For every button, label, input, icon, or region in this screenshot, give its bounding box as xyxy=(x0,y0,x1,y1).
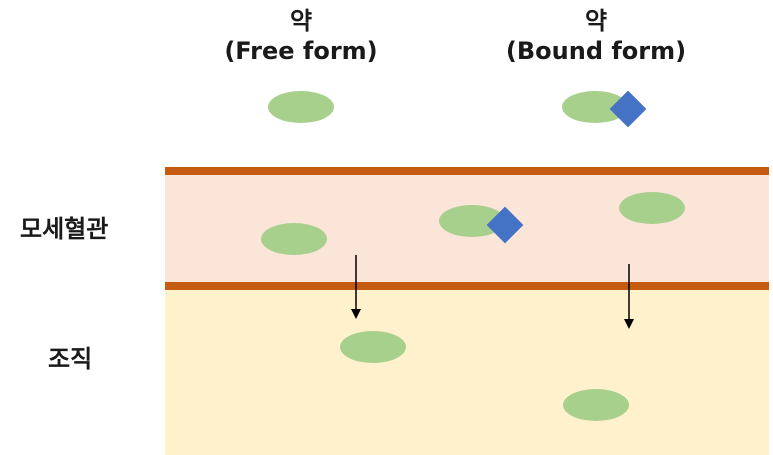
protein-legend xyxy=(609,90,647,128)
free-form-heading: 약 (Free form) xyxy=(181,6,421,66)
free-form-title: 약 xyxy=(289,7,313,35)
bound-drug-legend xyxy=(562,91,628,123)
bound-form-heading: 약 (Bound form) xyxy=(476,6,716,66)
protein-capillary xyxy=(486,206,524,244)
capillary-wall-top xyxy=(165,167,769,175)
capillary-label: 모세혈관 xyxy=(20,215,109,243)
free-drug-legend xyxy=(268,91,334,123)
free-drug-tissue xyxy=(340,331,406,363)
bound-form-title: 약 xyxy=(584,7,608,35)
bound-form-subtitle: (Bound form) xyxy=(505,37,687,65)
free-drug-capillary xyxy=(261,223,327,255)
free-drug-capillary-right xyxy=(619,192,685,224)
tissue-region xyxy=(165,286,769,455)
free-form-subtitle: (Free form) xyxy=(224,37,378,65)
tissue-label: 조직 xyxy=(48,345,93,373)
capillary-wall-bottom xyxy=(165,282,769,290)
bound-drug-capillary xyxy=(439,205,505,237)
free-drug-tissue-right xyxy=(563,389,629,421)
